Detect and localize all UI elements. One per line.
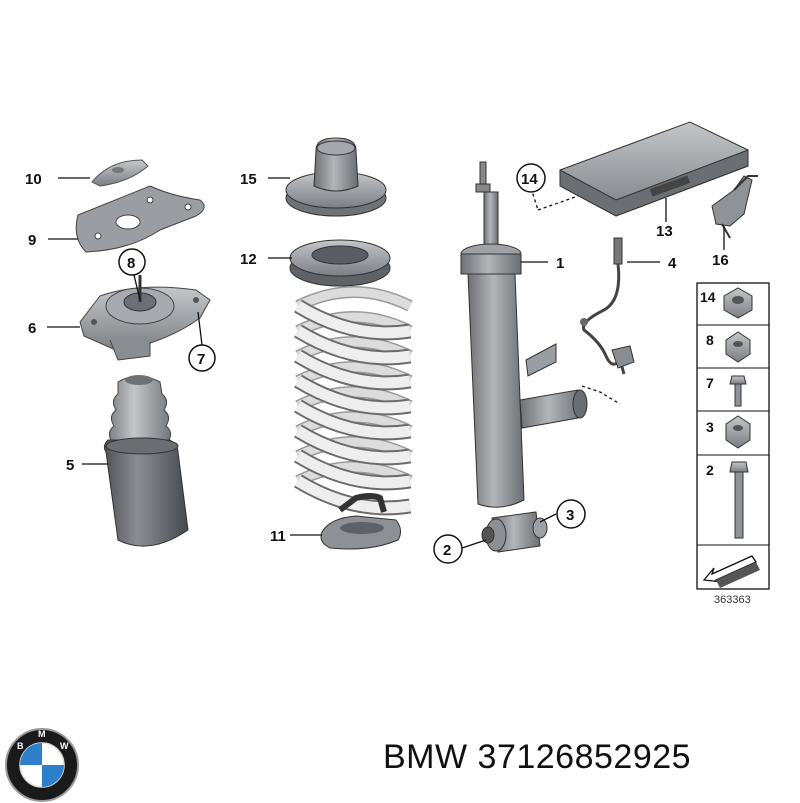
label-9: 9	[28, 232, 36, 249]
logo-letter-b: B	[17, 741, 24, 751]
hardware-item-14: 14	[700, 289, 716, 305]
label-12: 12	[240, 251, 257, 268]
part-12-spring-seat-ring	[289, 239, 391, 287]
label-10: 10	[25, 171, 42, 188]
part-6-top-mount	[79, 275, 211, 361]
part-9-gasket	[75, 185, 205, 253]
label-5: 5	[66, 457, 74, 474]
bmw-roundel-icon: B M W	[5, 728, 79, 802]
lock-nut-icon	[725, 415, 751, 449]
label-14: 14	[521, 171, 538, 188]
part-16-bracket	[711, 175, 758, 239]
part-labels: 10 9 6 5 8 7 15 12 11 1 4 14 13 16 2 3	[25, 163, 729, 564]
part-4-sensor-cable	[580, 237, 635, 375]
spring-coil-front	[295, 301, 411, 339]
part-5-bump-stop-and-boot	[103, 375, 189, 547]
svg-text:B M W: B M W	[17, 729, 69, 751]
label-13: 13	[656, 223, 673, 240]
long-bolt-icon	[729, 461, 749, 473]
coil-spring	[294, 286, 413, 516]
hardware-item-7: 7	[706, 375, 714, 391]
hardware-item-2: 2	[706, 462, 714, 478]
spring-coil-front	[295, 426, 411, 464]
hardware-item-8: 8	[706, 332, 714, 348]
spring-coil-front	[295, 376, 411, 414]
label-8: 8	[127, 255, 135, 272]
logo-letter-w: W	[60, 741, 69, 751]
label-2: 2	[443, 542, 451, 559]
spring-coil-front	[295, 476, 411, 514]
reference-number: 363363	[714, 594, 751, 606]
part-11-lower-spring-seat	[320, 493, 402, 550]
label-3: 3	[566, 507, 574, 524]
label-7: 7	[197, 351, 205, 368]
label-6: 6	[28, 320, 36, 337]
caption-brand: BMW	[383, 738, 468, 776]
spring-coil-front	[295, 451, 411, 489]
spring-coil-front	[295, 326, 411, 364]
label-4: 4	[668, 255, 677, 272]
logo-letter-m: M	[38, 729, 46, 739]
spring-coil-front	[295, 351, 411, 389]
part-10-cap	[91, 159, 149, 187]
label-15: 15	[240, 171, 257, 188]
part-13-control-unit	[559, 121, 749, 217]
part-caption: BMW 37126852925	[383, 738, 691, 777]
caption-part-number: 37126852925	[477, 738, 692, 776]
part-15-upper-spring-pad	[285, 137, 387, 217]
label-1: 1	[556, 255, 564, 272]
short-bolt-icon	[729, 375, 747, 385]
part-2-3-lower-bushing	[481, 511, 548, 553]
spring-coil-front	[295, 401, 411, 439]
spring-coil-back	[295, 287, 413, 311]
hardware-item-3: 3	[706, 419, 714, 435]
label-11: 11	[270, 528, 286, 545]
leader-lines	[47, 177, 725, 549]
part-1-shock-absorber	[460, 161, 588, 508]
label-16: 16	[712, 252, 729, 269]
hardware-panel: 14 8 7 3 2	[696, 282, 770, 590]
